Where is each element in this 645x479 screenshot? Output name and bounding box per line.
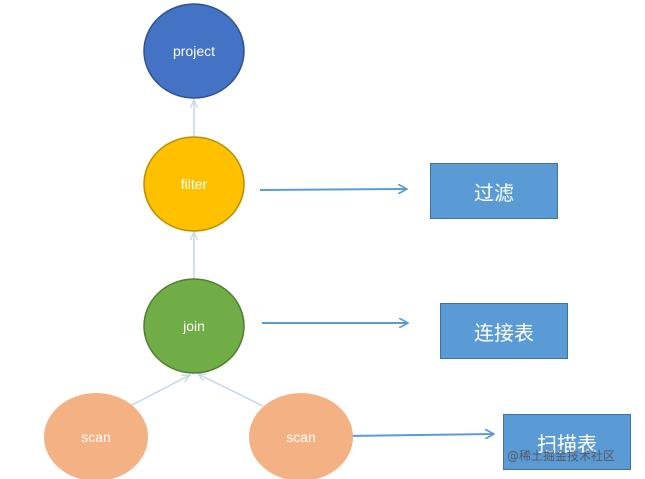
node-join-shape — [143, 278, 245, 374]
arrow-filter-box — [259, 189, 407, 190]
node-filter-shape — [143, 136, 245, 232]
node-join: join — [143, 278, 245, 374]
node-project-shape — [143, 3, 245, 99]
node-scan-left-shape — [44, 393, 148, 479]
node-scan-right-shape — [249, 393, 353, 479]
node-scan-left-label: scan — [81, 429, 111, 445]
node-filter: filter — [143, 136, 245, 232]
node-project: project — [143, 3, 245, 99]
box-join-label: 连接表 — [474, 320, 534, 345]
box-join: 连接表 — [440, 303, 568, 359]
node-join-label: join — [182, 318, 205, 334]
edge-scan-left-join — [129, 375, 190, 407]
edge-scan-right-join — [198, 374, 264, 407]
node-project-label: project — [173, 43, 215, 59]
box-scan-label: 扫描表 — [537, 431, 597, 456]
arrow-scan-box — [347, 434, 494, 436]
watermark: @稀土掘金技术社区 — [507, 449, 616, 463]
node-scan-left: scan — [44, 393, 148, 479]
node-scan-right: scan — [249, 393, 353, 479]
box-filter: 过滤 — [430, 163, 558, 219]
node-scan-right-label: scan — [286, 429, 316, 445]
node-filter-label: filter — [181, 176, 208, 192]
box-scan: 扫描表 — [503, 414, 631, 470]
box-filter-label: 过滤 — [474, 180, 514, 205]
